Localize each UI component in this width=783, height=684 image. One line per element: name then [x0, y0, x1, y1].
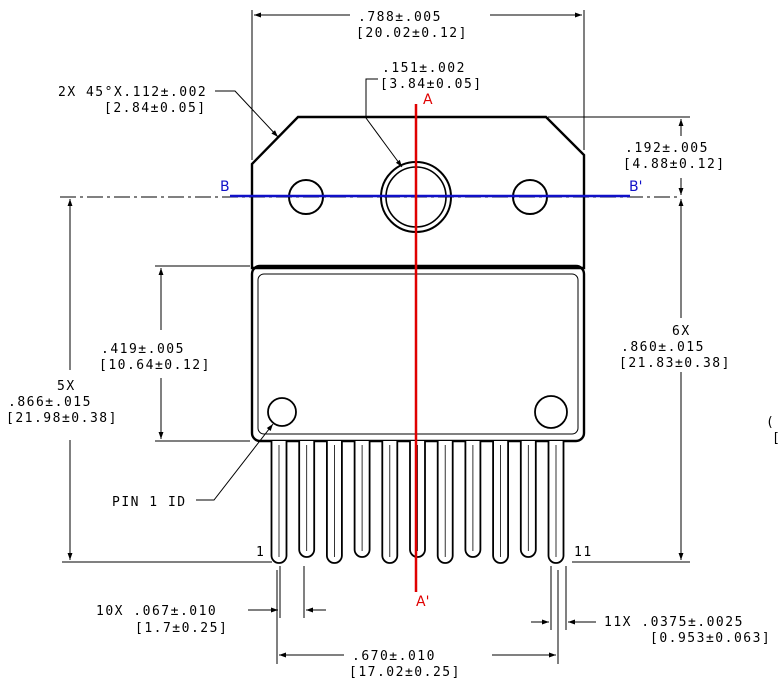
dim-lead-width: 11X .0375±.0025 [0.953±0.063] [531, 566, 771, 646]
svg-text:[0.953±0.063]: [0.953±0.063] [650, 631, 771, 646]
body-outline [250, 264, 586, 443]
svg-text:[4.88±0.12]: [4.88±0.12] [623, 157, 726, 172]
svg-text:[20.02±0.12]: [20.02±0.12] [356, 26, 468, 41]
svg-text:PIN 1 ID: PIN 1 ID [112, 495, 187, 510]
dim-tab-to-hole: .192±.005 [4.88±0.12] [548, 116, 726, 195]
dim-even-pin-length: 6X .860±.015 [21.83±0.38] [572, 199, 731, 563]
section-label-b: B [220, 179, 230, 195]
svg-text:[1.7±0.25]: [1.7±0.25] [135, 621, 228, 636]
svg-text:.866±.015: .866±.015 [8, 395, 92, 410]
svg-text:.151±.002: .151±.002 [382, 61, 466, 76]
section-label-a-prime: A' [416, 594, 429, 610]
dim-odd-pin-length: 5X .866±.015 [21.98±0.38] [6, 199, 272, 563]
dim-hole-diameter: .151±.002 [3.84±0.05] [365, 61, 483, 168]
dim-row-span: .670±.010 [17.02±0.25] [276, 570, 559, 680]
body-inner-outline [257, 273, 579, 435]
svg-text:[10.64±0.12]: [10.64±0.12] [99, 358, 211, 373]
svg-text:.788±.005: .788±.005 [358, 10, 442, 25]
dim-overall-width: .788±.005 [20.02±0.12] [251, 10, 585, 160]
svg-text:[3.84±0.05]: [3.84±0.05] [380, 77, 483, 92]
dim-body-height: .419±.005 [10.64±0.12] [99, 265, 250, 442]
svg-text:.192±.005: .192±.005 [625, 141, 709, 156]
partial-dim-text-1: ( [766, 415, 775, 430]
svg-text:.860±.015: .860±.015 [621, 340, 705, 355]
svg-text:[21.83±0.38]: [21.83±0.38] [619, 356, 731, 371]
section-label-b-prime: B' [629, 179, 642, 195]
svg-text:10X .067±.010: 10X .067±.010 [96, 604, 217, 619]
leads-group [270, 441, 565, 564]
dim-chamfer: 2X 45°X.112±.002 [2.84±0.05] [58, 85, 279, 138]
pin1-id-mark [267, 397, 297, 427]
svg-text:[21.98±0.38]: [21.98±0.38] [6, 411, 118, 426]
pin-number-last: 11 [574, 545, 593, 560]
ejector-mark [534, 395, 568, 429]
svg-text:6X: 6X [672, 324, 691, 339]
tab-outline [250, 115, 586, 270]
svg-text:5X: 5X [57, 379, 76, 394]
section-label-a: A [423, 92, 433, 108]
svg-text:.670±.010: .670±.010 [352, 649, 436, 664]
pin-number-first: 1 [256, 545, 265, 560]
partial-dim-text-2: [ [772, 431, 781, 446]
svg-text:[2.84±0.05]: [2.84±0.05] [104, 101, 207, 116]
pin1-id-callout: PIN 1 ID [112, 423, 274, 510]
svg-text:[17.02±0.25]: [17.02±0.25] [349, 665, 461, 680]
svg-text:11X .0375±.0025: 11X .0375±.0025 [604, 615, 744, 630]
svg-text:.419±.005: .419±.005 [101, 342, 185, 357]
svg-text:2X 45°X.112±.002: 2X 45°X.112±.002 [58, 85, 207, 100]
dim-pitch: 10X .067±.010 [1.7±0.25] [96, 566, 326, 636]
